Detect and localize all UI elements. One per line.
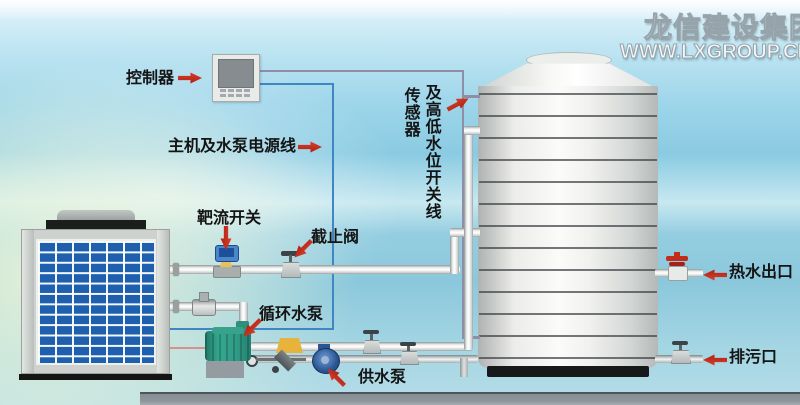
pump-discharge-pipe <box>251 342 473 351</box>
hot-water-valve-handle-lower <box>669 262 685 266</box>
tank-ring-band <box>479 357 657 359</box>
tank-ring-band <box>479 93 657 95</box>
supply-pump-label: 供水泵 <box>358 369 407 386</box>
suction-riser <box>450 229 459 274</box>
discharge-valve-stem <box>370 334 373 342</box>
tank-ring-band <box>479 137 657 139</box>
sensor-label: 传感器 <box>401 87 419 138</box>
tank-ring-band <box>479 313 657 315</box>
discharge-downpipe <box>239 302 248 330</box>
stop-valve-stem <box>289 255 292 264</box>
supply-pump-hub <box>321 356 329 364</box>
stop-valve-body <box>281 262 301 278</box>
controller-arrow-icon <box>178 72 202 84</box>
controller-box <box>212 54 260 102</box>
tank-ring-band <box>479 181 657 183</box>
circulation-pump-label: 循环水泵 <box>259 306 324 323</box>
suction-pipe <box>168 265 460 274</box>
power-line-label: 主机及水泵电源线 <box>168 138 297 155</box>
flow-switch-base <box>220 258 232 267</box>
stop-valve-label: 截止阀 <box>311 229 360 246</box>
controller-label: 控制器 <box>126 70 175 87</box>
evaporator-coil-panel <box>36 239 156 365</box>
tank-inlet-riser <box>464 130 473 350</box>
tank-body <box>478 86 658 368</box>
drain-arrow-icon <box>703 354 727 366</box>
drain-valve-stem <box>679 345 682 351</box>
hot-water-valve-knob <box>674 252 680 257</box>
hot-water-valve-body <box>668 266 688 281</box>
watermark-company: 龙信建设集团 <box>643 12 800 44</box>
tank-ring-band <box>479 159 657 161</box>
drain-outlet-label: 排污口 <box>729 349 778 366</box>
tank-ring-band <box>479 335 657 337</box>
suction-pipe-flange <box>173 263 179 276</box>
sensor-wire-horizontal <box>258 70 464 72</box>
discharge-valve-body <box>363 340 381 354</box>
unit-top-cap <box>46 220 146 230</box>
tank-ring-band <box>479 225 657 227</box>
tank-ring-band <box>479 115 657 117</box>
watermark-website: WWW.LXGROUP.CN <box>620 41 800 64</box>
supply-valve-body <box>400 351 419 365</box>
hot-water-arrow-icon <box>703 269 727 281</box>
pipe-union-top-stub <box>199 292 209 302</box>
flow-switch-face <box>219 248 234 257</box>
discharge-valve-handwheel <box>363 330 379 334</box>
sensor-wire-vertical <box>462 70 464 338</box>
tank-ring-band <box>479 291 657 293</box>
hot-water-outlet-label: 热水出口 <box>729 264 794 281</box>
circulation-pump-cap <box>212 327 244 334</box>
unit-right-rail <box>157 230 169 373</box>
unit-base-strip <box>19 374 172 380</box>
tank-ring-band <box>479 269 657 271</box>
controller-buttons-row2 <box>220 94 250 97</box>
power-wire-vertical <box>332 83 334 330</box>
supply-pipe <box>250 355 478 363</box>
circulation-pump-pedestal <box>206 361 244 378</box>
flow-switch-label: 靶流开关 <box>197 210 262 227</box>
drain-valve-handwheel <box>672 341 688 345</box>
power-wire-horizontal-top <box>258 83 334 85</box>
flow-switch-flange <box>213 266 241 278</box>
tank-ring-band <box>479 247 657 249</box>
under-tank-drop-pipe <box>460 358 468 377</box>
hot-water-valve-handle <box>666 256 688 261</box>
power-line-arrow-icon <box>298 141 322 153</box>
circulation-pump-body <box>205 331 251 361</box>
pump-power-wire <box>170 347 207 349</box>
level-switch-line-label: 及高低水位开关线 <box>422 84 440 220</box>
sensor-wire-tank-top-stub <box>462 95 480 98</box>
discharge-pipe-flange <box>173 300 179 313</box>
supply-valve-stem <box>407 346 410 354</box>
y-strainer-top <box>276 338 303 353</box>
controller-buttons-row1 <box>220 89 250 92</box>
stop-valve-handwheel <box>281 251 299 256</box>
unit-left-rail <box>22 230 34 373</box>
drain-valve-body <box>671 350 691 364</box>
tank-inlet-stub <box>464 126 480 135</box>
supply-valve-handwheel <box>400 342 416 346</box>
tank-base <box>487 366 649 377</box>
tank-ring-band <box>479 203 657 205</box>
controller-screen <box>218 59 254 88</box>
floor <box>140 392 800 405</box>
y-strainer-cap <box>272 366 279 373</box>
